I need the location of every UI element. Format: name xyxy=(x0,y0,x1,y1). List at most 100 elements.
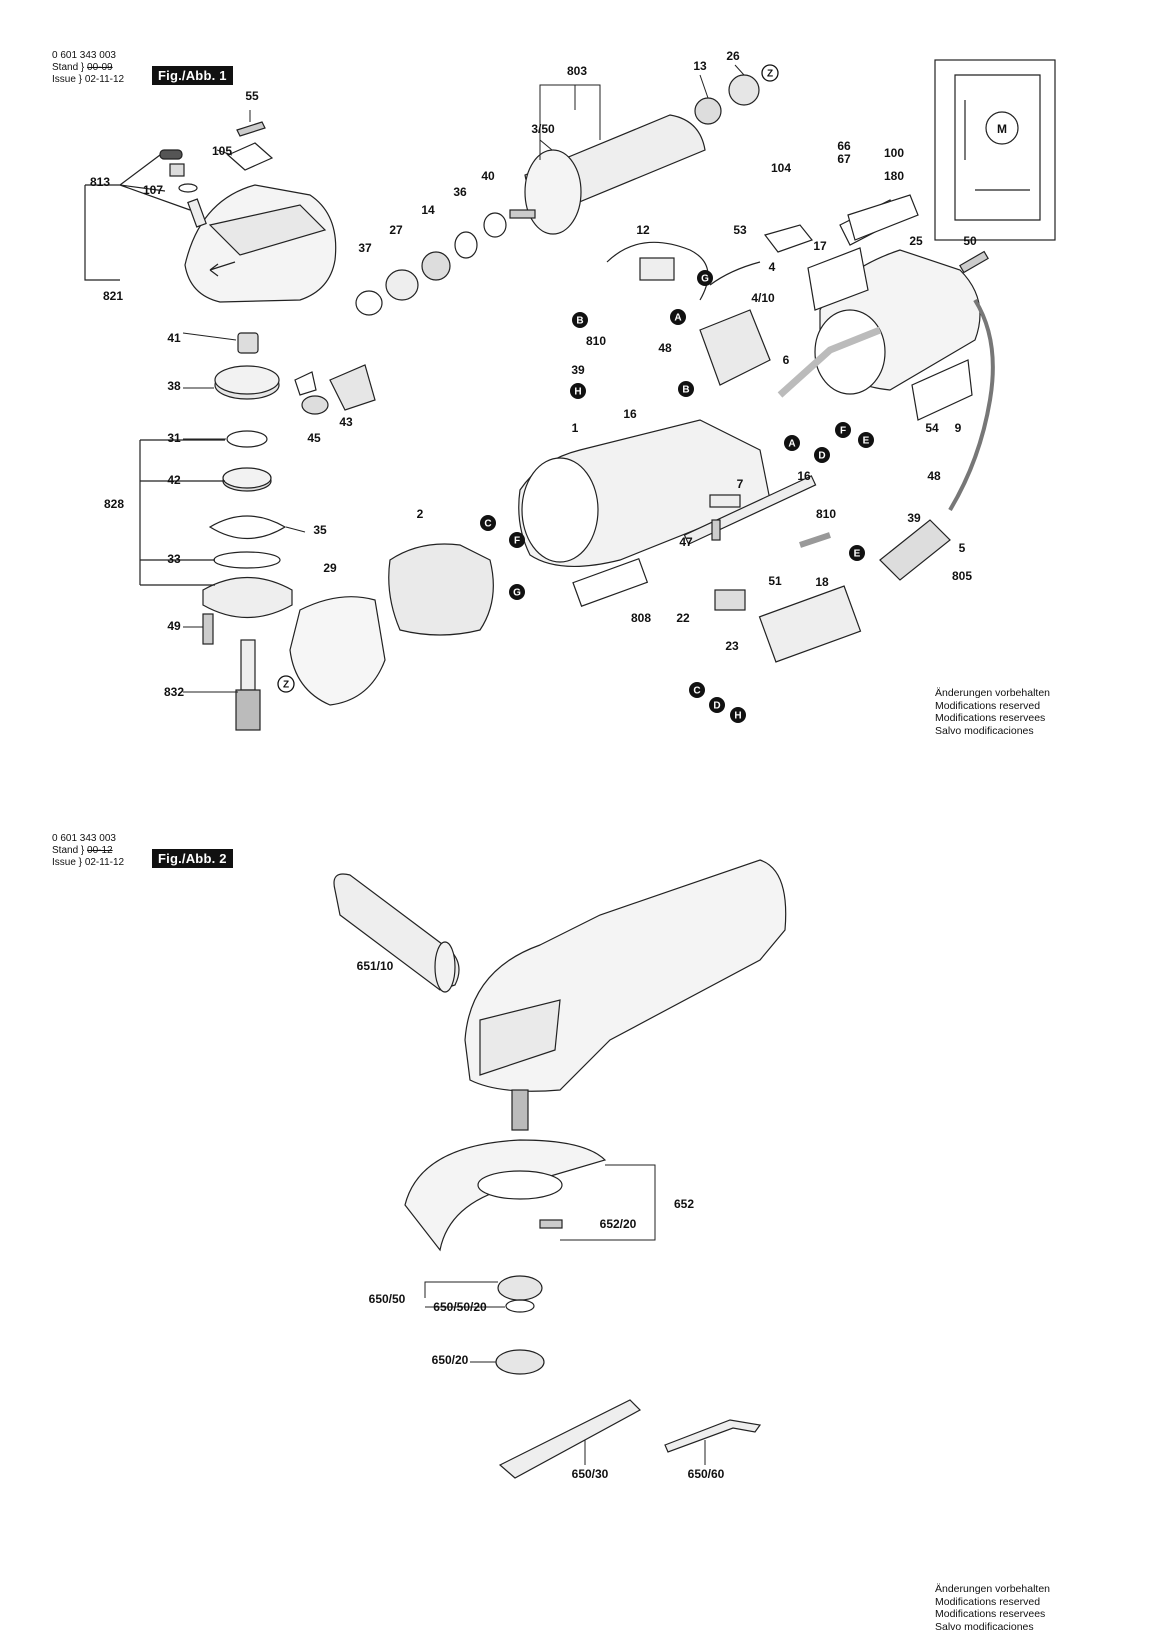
spindle xyxy=(511,1089,529,1131)
fig1-part-label: 16 xyxy=(623,407,637,421)
switch-knob-23 xyxy=(714,589,746,611)
connector-marker: B xyxy=(678,381,694,397)
fig1-part-label: 104 xyxy=(771,161,791,175)
fig1-part-label: 29 xyxy=(323,561,337,575)
connector-marker: G xyxy=(697,270,713,286)
sheet2-stand-label: Stand xyxy=(52,845,79,856)
lock-pin xyxy=(187,198,207,228)
clamp-screw xyxy=(539,1219,563,1229)
connector-marker: E xyxy=(858,432,874,448)
fig2-part-label: 650/60 xyxy=(688,1467,725,1481)
fig1-part-label: 13 xyxy=(693,59,707,73)
fig1-part-label: 41 xyxy=(167,331,181,345)
fig1-part-label: 39 xyxy=(571,363,585,377)
fig1-part-label: 48 xyxy=(658,341,672,355)
fig1-part-label: 813 xyxy=(90,175,110,189)
fig1-part-label: 805 xyxy=(952,569,972,583)
connector-marker: F xyxy=(835,422,851,438)
connector-letter: G xyxy=(701,274,709,285)
motor-symbol xyxy=(985,111,1019,145)
fig1-part-label: 37 xyxy=(358,241,372,255)
fan-guide-29 xyxy=(289,596,386,706)
fig1-part-label: 48 xyxy=(927,469,941,483)
fig1-part-label: 3/50 xyxy=(531,122,555,136)
two-pin-wrench xyxy=(498,1399,641,1479)
sleeve-27 xyxy=(385,269,419,301)
fig1-part-label: 808 xyxy=(631,611,651,625)
fig1-part-label: 810 xyxy=(586,334,606,348)
bearing-14 xyxy=(421,251,451,281)
connector-letter: Z xyxy=(283,680,289,691)
sheet1-stand-value: 00-09 xyxy=(87,62,113,73)
connector-marker: F xyxy=(509,532,525,548)
fig1-part-label: 39 xyxy=(907,511,921,525)
connector-letter: H xyxy=(574,387,581,398)
fig1-part-label: 1 xyxy=(572,421,579,435)
fig1-part-label: 18 xyxy=(815,575,829,589)
spring-18 xyxy=(799,532,831,548)
connector-marker: E xyxy=(849,545,865,561)
fig1-part-label: 40 xyxy=(481,169,495,183)
label-17 xyxy=(807,247,869,311)
fig1-part-label: 9 xyxy=(955,421,962,435)
bracket-813 xyxy=(84,154,191,281)
fig1-part-label: 45 xyxy=(307,431,321,445)
fig1-part-label: 7 xyxy=(737,477,744,491)
spindle-832 xyxy=(240,639,256,691)
connector-marker: D xyxy=(814,447,830,463)
fig2-part-label: 650/50/20 xyxy=(433,1300,487,1314)
sheet1-header: 0 601 343 003 Stand } 00-09 Issue } 02-1… xyxy=(52,50,125,85)
fig1-part-label: 33 xyxy=(167,552,181,566)
connector-marker: H xyxy=(730,707,746,723)
connector-letter: H xyxy=(734,711,741,722)
connector-letter: F xyxy=(514,536,520,547)
fig1-part-label: 180 xyxy=(884,169,904,183)
sheet1-issue-value: 02-11-12 xyxy=(84,74,125,85)
connector-marker: Z xyxy=(277,675,295,693)
power-cord-5 xyxy=(948,298,995,512)
screw-55 xyxy=(236,121,266,137)
connector-marker: D xyxy=(709,697,725,713)
fig2-part-label: 651/10 xyxy=(357,959,394,973)
guard-652 xyxy=(404,1139,607,1252)
capacitor-12 xyxy=(639,257,675,281)
fig1-part-label: 43 xyxy=(339,415,353,429)
sheet1-stand-label: Stand xyxy=(52,62,79,73)
bearing-26 xyxy=(728,74,760,106)
fig1-part-label: 12 xyxy=(636,223,650,237)
nut-45 xyxy=(301,395,329,415)
connector-letter: Z xyxy=(767,69,773,80)
fig2-part-label: 652/20 xyxy=(600,1217,637,1231)
mounting-flange-650-50 xyxy=(497,1275,543,1301)
fig1-part-label: 38 xyxy=(167,379,181,393)
fig2-part-label: 650/20 xyxy=(432,1353,469,1367)
fig1-part-label: 53 xyxy=(733,223,747,237)
fig1-part-label: 22 xyxy=(676,611,690,625)
o-ring xyxy=(178,183,198,193)
sheet2-stand-value: 00-12 xyxy=(87,845,113,856)
connector-letter: C xyxy=(693,686,700,697)
bearing-flange xyxy=(202,576,293,619)
connector-letter: C xyxy=(484,519,491,530)
clamping-nut-650-20 xyxy=(495,1349,545,1375)
circlip-40 xyxy=(483,212,507,238)
connector-letter: G xyxy=(513,588,521,599)
screw-47 xyxy=(711,519,721,541)
bracket-828 xyxy=(139,439,225,586)
hex-key xyxy=(664,1419,762,1453)
fig1-part-label: 4/10 xyxy=(751,291,775,305)
fig2-part-label: 650/30 xyxy=(572,1467,609,1481)
fig1-part-label: 107 xyxy=(143,183,163,197)
sheet1-part-number: 0 601 343 003 xyxy=(52,50,116,61)
wire-53 xyxy=(709,261,761,286)
oring-650-50-20 xyxy=(505,1299,535,1313)
connector-marker: A xyxy=(784,435,800,451)
label-104 xyxy=(763,224,813,253)
label-9 xyxy=(911,359,973,421)
oring-37 xyxy=(355,290,383,316)
fig1-part-label: 49 xyxy=(167,619,181,633)
fig1-part-label: 16 xyxy=(797,469,811,483)
filter-51 xyxy=(758,585,862,663)
cover-808 xyxy=(572,557,649,607)
